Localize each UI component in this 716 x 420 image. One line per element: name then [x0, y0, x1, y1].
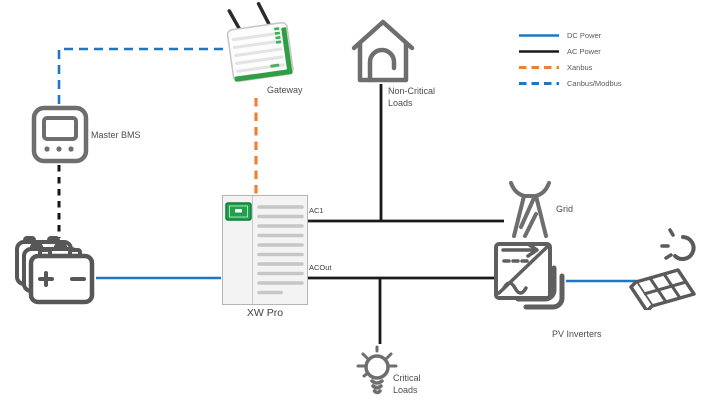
legend-row-canbus-modbus: Canbus/Modbus	[518, 75, 622, 91]
legend-label-dc-power: DC Power	[567, 30, 602, 40]
legend: DC Power AC Power Xanbus Canbus/Modbus	[518, 27, 622, 91]
solar-panel-icon	[629, 228, 696, 310]
light-bulb-icon	[356, 345, 398, 395]
legend-row-xanbus: Xanbus	[518, 59, 622, 75]
gateway-icon	[226, 2, 294, 83]
dc-power-line-swatch	[519, 33, 559, 37]
legend-label-ac-power: AC Power	[567, 46, 601, 56]
xw-pro-port-ac1-label: AC1	[309, 206, 324, 215]
critical-loads-label: Critical Loads	[393, 373, 421, 395]
battery-bank-icon	[15, 236, 95, 305]
ac-power-line-swatch	[519, 49, 559, 53]
master-bms-icon	[31, 105, 89, 164]
xw-pro-port-acout-label: ACOut	[309, 263, 332, 272]
pv-inverters-label: PV Inverters	[552, 329, 602, 339]
wire-canbus-bms-gateway	[57, 47, 226, 104]
sun-icon	[660, 228, 696, 261]
xanbus-line-swatch	[519, 65, 559, 69]
legend-label-xanbus: Xanbus	[567, 62, 593, 72]
pv-inverters-icon	[494, 242, 565, 310]
gateway-label: Gateway	[267, 85, 303, 95]
master-bms-label: Master BMS	[91, 130, 141, 140]
canbus-modbus-line-swatch	[519, 81, 559, 85]
xw-pro-label: XW Pro	[246, 307, 284, 319]
legend-label-canbus-modbus: Canbus/Modbus	[567, 78, 622, 88]
house-icon	[351, 19, 415, 83]
grid-label: Grid	[556, 204, 574, 214]
non-critical-loads-label: Non-Critical Loads	[388, 86, 436, 108]
xw-pro-device	[222, 195, 308, 305]
grid-tower-icon	[509, 181, 551, 238]
legend-row-ac-power: AC Power	[518, 43, 622, 59]
legend-row-dc-power: DC Power	[518, 27, 622, 43]
